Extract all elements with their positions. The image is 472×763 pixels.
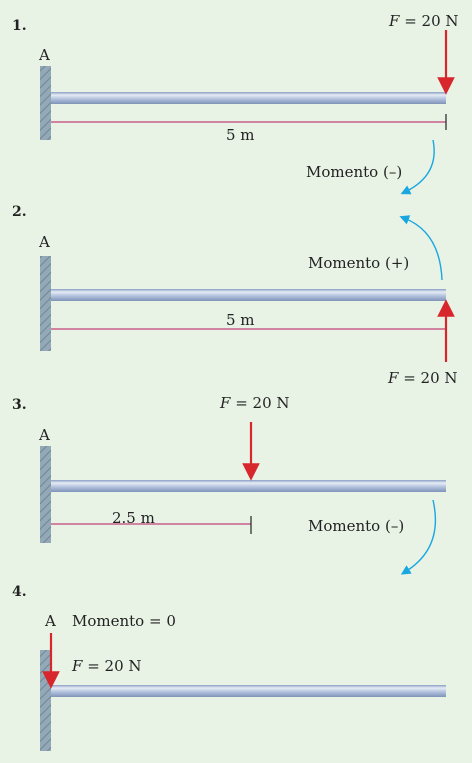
beam bbox=[51, 480, 446, 492]
point-a-label: A bbox=[39, 426, 50, 444]
beam bbox=[51, 92, 446, 104]
wall-support bbox=[40, 256, 51, 351]
panel-number: 1. bbox=[12, 18, 27, 34]
force-label: F = 20 N bbox=[389, 12, 459, 30]
force-value: = 20 N bbox=[399, 12, 459, 30]
panel-4 bbox=[40, 633, 446, 751]
distance-label: 2.5 m bbox=[112, 509, 155, 527]
point-a-label: A bbox=[45, 612, 56, 630]
panel-3 bbox=[40, 422, 446, 575]
panel-1 bbox=[40, 30, 455, 195]
force-label: F = 20 N bbox=[388, 369, 458, 387]
force-variable: F bbox=[220, 394, 231, 412]
distance-label: 5 m bbox=[226, 126, 255, 144]
point-a-label: A bbox=[39, 46, 50, 64]
beam bbox=[51, 685, 446, 697]
force-label: F = 20 N bbox=[220, 394, 290, 412]
moment-label: Momento (+) bbox=[308, 254, 410, 272]
force-variable: F bbox=[388, 369, 399, 387]
point-a-label: A bbox=[39, 233, 50, 251]
beam bbox=[51, 289, 446, 301]
force-label: F = 20 N bbox=[72, 657, 142, 675]
force-value: = 20 N bbox=[230, 394, 290, 412]
moment-arrow-counterclockwise bbox=[399, 215, 443, 281]
wall-support bbox=[40, 446, 51, 543]
panel-number: 4. bbox=[12, 584, 27, 600]
moment-arrow-clockwise bbox=[400, 499, 437, 575]
moment-label: Momento = 0 bbox=[72, 612, 176, 630]
panel-number: 3. bbox=[12, 397, 27, 413]
wall-support bbox=[40, 650, 51, 751]
moment-label: Momento (–) bbox=[308, 517, 405, 535]
wall-support bbox=[40, 66, 51, 140]
moment-label: Momento (–) bbox=[306, 163, 403, 181]
panel-number: 2. bbox=[12, 204, 27, 220]
force-value: = 20 N bbox=[398, 369, 458, 387]
moment-arrow-clockwise bbox=[400, 139, 435, 195]
force-variable: F bbox=[389, 12, 400, 30]
distance-label: 5 m bbox=[226, 311, 255, 329]
force-variable: F bbox=[72, 657, 83, 675]
panel-2 bbox=[40, 215, 455, 362]
force-value: = 20 N bbox=[82, 657, 142, 675]
